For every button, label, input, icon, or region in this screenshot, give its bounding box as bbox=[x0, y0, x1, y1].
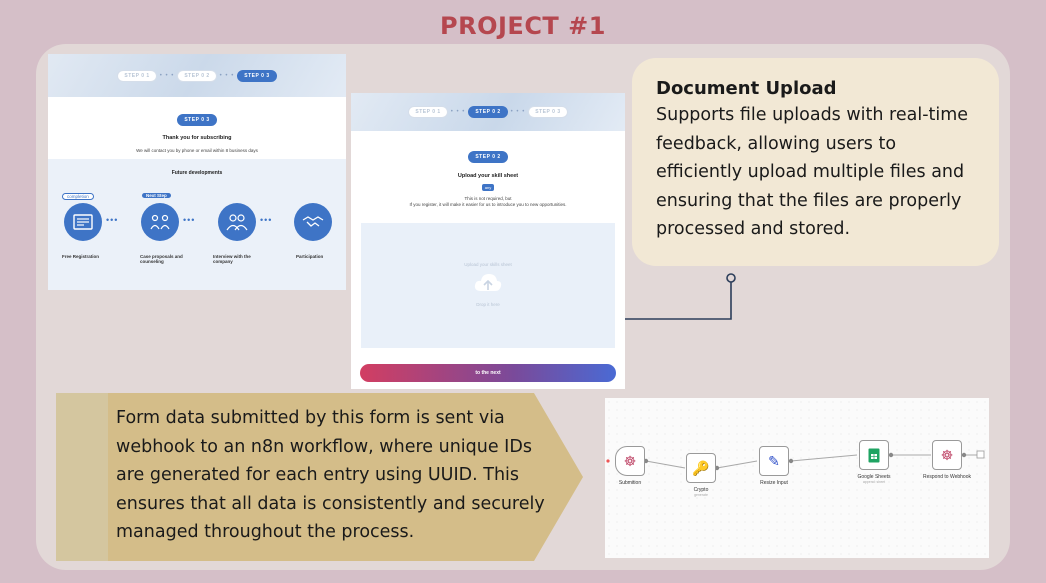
step-pill-3: STEP 0 3 bbox=[237, 69, 277, 82]
step-indicator: STEP 0 1 • • • STEP 0 2 • • • STEP 0 3 bbox=[48, 54, 346, 97]
banner-text: Form data submitted by this form is sent… bbox=[116, 408, 545, 542]
cloud-upload-icon bbox=[474, 274, 502, 291]
form-step3-screenshot: STEP 0 1 • • • STEP 0 2 • • • STEP 0 3 S… bbox=[48, 54, 346, 290]
current-step-badge: STEP 0 3 bbox=[177, 114, 217, 126]
edit-node[interactable]: ✎ bbox=[759, 446, 789, 476]
thanks-heading: Thank you for subscribing bbox=[162, 135, 232, 141]
workflow-description-banner: Form data submitted by this form is sent… bbox=[56, 393, 584, 561]
page-title: PROJECT #1 bbox=[440, 12, 606, 40]
step-pill-2: STEP 0 2 bbox=[177, 69, 217, 82]
google-sheets-node[interactable] bbox=[859, 440, 889, 470]
webhook-node[interactable]: ☸ bbox=[615, 446, 645, 476]
webhook-icon: ☸ bbox=[623, 452, 637, 469]
upload-heading: Upload your skill sheet bbox=[457, 173, 519, 179]
callout-heading: Document Upload bbox=[656, 78, 837, 99]
step-pill-2: STEP 0 2 bbox=[468, 106, 508, 118]
crypto-node[interactable]: 🔑 bbox=[686, 453, 716, 483]
registration-form-icon bbox=[64, 203, 102, 241]
future-title: Future developments bbox=[171, 170, 223, 176]
handshake-icon bbox=[294, 203, 332, 241]
step-pill-3: STEP 0 3 bbox=[528, 106, 568, 118]
step-indicator: STEP 0 1 • • • STEP 0 2 • • • STEP 0 3 bbox=[351, 93, 625, 131]
drop-zone-label: Upload your skills sheet bbox=[464, 262, 512, 267]
file-drop-zone[interactable]: Upload your skills sheet Drop it here bbox=[361, 223, 615, 348]
next-button[interactable]: to the next bbox=[360, 364, 616, 382]
key-icon: 🔑 bbox=[692, 459, 710, 476]
pencil-icon: ✎ bbox=[768, 452, 780, 469]
sheets-icon bbox=[868, 448, 880, 462]
form-step2-screenshot: STEP 0 1 • • • STEP 0 2 • • • STEP 0 3 S… bbox=[351, 93, 625, 389]
workflow-connections bbox=[606, 450, 985, 471]
interview-icon bbox=[218, 203, 256, 241]
next-step-badge: Next Step bbox=[142, 193, 171, 198]
respond-webhook-node[interactable]: ☸ bbox=[932, 440, 962, 470]
future-developments: Future developments completion Next Step… bbox=[48, 159, 346, 290]
step-pill-1: STEP 0 1 bbox=[117, 69, 157, 82]
upload-note: This is not required, but If you registe… bbox=[409, 196, 567, 207]
node-label: Submition bbox=[618, 480, 642, 486]
stage-label: Case proposals and counseling bbox=[140, 254, 183, 265]
stage-label: Interview with the company bbox=[213, 254, 251, 265]
contact-note: We will contact you by phone or email wi… bbox=[136, 148, 258, 153]
drop-zone-hint: Drop it here bbox=[476, 302, 500, 307]
step-pill-1: STEP 0 1 bbox=[408, 106, 448, 118]
document-upload-callout: Document Upload Supports file uploads wi… bbox=[632, 58, 999, 266]
completion-badge: completion bbox=[62, 193, 94, 200]
counseling-icon bbox=[141, 203, 179, 241]
optional-badge: any bbox=[482, 184, 494, 191]
stage-label: Free Registration bbox=[62, 254, 100, 259]
node-label: Respond to Webhook bbox=[923, 474, 971, 480]
stage-label: Participation bbox=[296, 254, 324, 259]
node-label: Resize Input bbox=[760, 480, 788, 486]
webhook-icon: ☸ bbox=[940, 446, 954, 463]
current-step-badge: STEP 0 2 bbox=[468, 151, 508, 163]
callout-body: Supports file uploads with real-time fee… bbox=[656, 105, 969, 239]
arrow-banner-shape bbox=[56, 393, 583, 561]
